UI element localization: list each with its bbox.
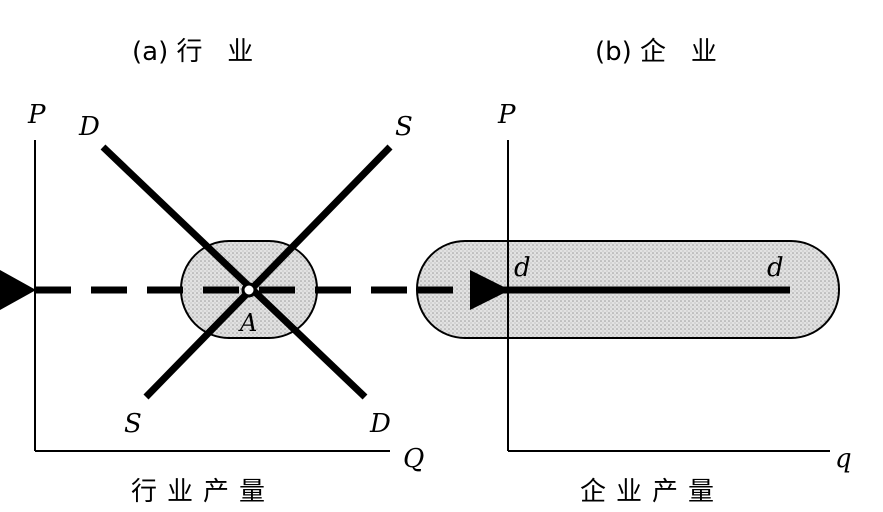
firm-demand-label-right: d bbox=[767, 253, 784, 283]
panel-b-caption: 企业产量 bbox=[580, 477, 724, 507]
panel-b-title: (b) 企 业 bbox=[595, 37, 717, 67]
industry-demand-curve bbox=[100, 144, 368, 400]
equilibrium-point bbox=[241, 282, 257, 298]
panel-a-industry: (a) 行 业 P Q A D S S D 行业产量 bbox=[0, 37, 460, 507]
demand-label-bottom: D bbox=[369, 409, 391, 439]
supply-label-top: S bbox=[395, 112, 413, 142]
price-arrow-icon bbox=[0, 270, 36, 310]
panel-a-x-axis-label: Q bbox=[403, 444, 424, 474]
panel-b-firm: (b) 企 业 P q d d 企业产量 bbox=[416, 37, 852, 507]
firm-demand-label-left: d bbox=[514, 253, 531, 283]
supply-label-bottom: S bbox=[124, 409, 142, 439]
panel-a-title: (a) 行 业 bbox=[132, 37, 253, 67]
panel-b-y-axis-label: P bbox=[497, 100, 516, 130]
price-arrow-b-icon bbox=[470, 270, 510, 310]
equilibrium-label: A bbox=[238, 309, 257, 337]
panel-a-y-axis-label: P bbox=[27, 100, 46, 130]
industry-supply-curve bbox=[143, 144, 393, 400]
panel-b-x-axis-label: q bbox=[835, 444, 852, 474]
demand-label-top: D bbox=[78, 112, 100, 142]
panel-a-caption: 行业产量 bbox=[131, 477, 275, 507]
